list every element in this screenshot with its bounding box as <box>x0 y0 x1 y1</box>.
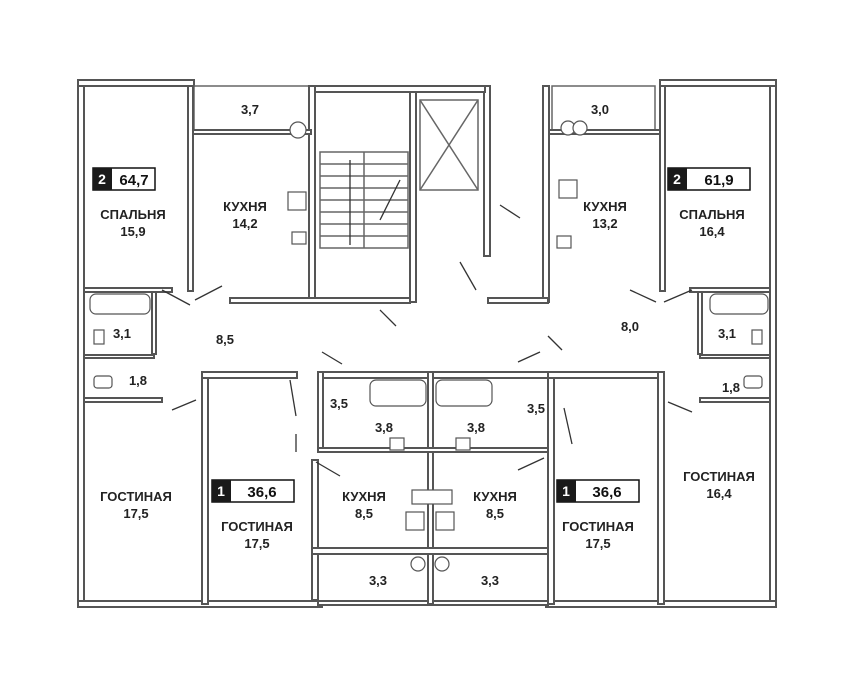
room-name: ГОСТИНАЯ <box>562 519 634 534</box>
apt-area: 36,6 <box>247 484 276 501</box>
room-area: 3,0 <box>591 102 609 117</box>
apt-area: 61,9 <box>704 172 733 189</box>
room-area: 3,5 <box>330 396 348 411</box>
room-area: 16,4 <box>699 224 725 239</box>
room-area: 1,8 <box>129 373 147 388</box>
room-name: КУХНЯ <box>342 489 386 504</box>
room-name: ГОСТИНАЯ <box>683 469 755 484</box>
staircase <box>319 151 409 249</box>
room-name: ГОСТИНАЯ <box>221 519 293 534</box>
apt-area: 64,7 <box>119 172 148 189</box>
room-area: 3,3 <box>481 573 499 588</box>
room-area: 13,2 <box>592 216 617 231</box>
room-area: 17,5 <box>244 536 269 551</box>
room-area: 8,0 <box>621 319 639 334</box>
apt-badge-top-left: 2 64,7 <box>92 167 156 191</box>
room-name: СПАЛЬНЯ <box>679 207 744 222</box>
apt-badge-bottom-right: 1 36,6 <box>556 479 640 503</box>
room-name: СПАЛЬНЯ <box>100 207 165 222</box>
fixtures <box>89 120 769 572</box>
room-area: 8,5 <box>216 332 234 347</box>
room-area: 3,5 <box>527 401 545 416</box>
room-area: 15,9 <box>120 224 145 239</box>
room-area: 17,5 <box>123 506 148 521</box>
apt-rooms-count: 1 <box>217 483 225 499</box>
room-area: 16,4 <box>706 486 732 501</box>
apt-badge-bottom-left: 1 36,6 <box>211 479 295 503</box>
room-area: 3,8 <box>467 420 485 435</box>
room-area: 3,1 <box>718 326 736 341</box>
room-area: 8,5 <box>486 506 504 521</box>
door-swings <box>161 204 693 477</box>
room-name: КУХНЯ <box>473 489 517 504</box>
room-labels: 3,7 КУХНЯ 14,2 СПАЛЬНЯ 15,9 3,1 1,8 8,5 … <box>100 102 755 588</box>
room-area: 3,3 <box>369 573 387 588</box>
room-area: 3,8 <box>375 420 393 435</box>
room-area: 8,5 <box>355 506 373 521</box>
room-name: ГОСТИНАЯ <box>100 489 172 504</box>
room-area: 3,1 <box>113 326 131 341</box>
apt-badge-top-right: 2 61,9 <box>667 167 751 191</box>
room-name: КУХНЯ <box>583 199 627 214</box>
apt-rooms-count: 2 <box>673 171 681 187</box>
apt-rooms-count: 1 <box>562 483 570 499</box>
room-area: 1,8 <box>722 380 740 395</box>
apt-rooms-count: 2 <box>98 171 106 187</box>
room-area: 3,7 <box>241 102 259 117</box>
apt-area: 36,6 <box>592 484 621 501</box>
room-area: 17,5 <box>585 536 610 551</box>
room-name: КУХНЯ <box>223 199 267 214</box>
room-area: 14,2 <box>232 216 257 231</box>
exterior-walls <box>77 79 777 608</box>
